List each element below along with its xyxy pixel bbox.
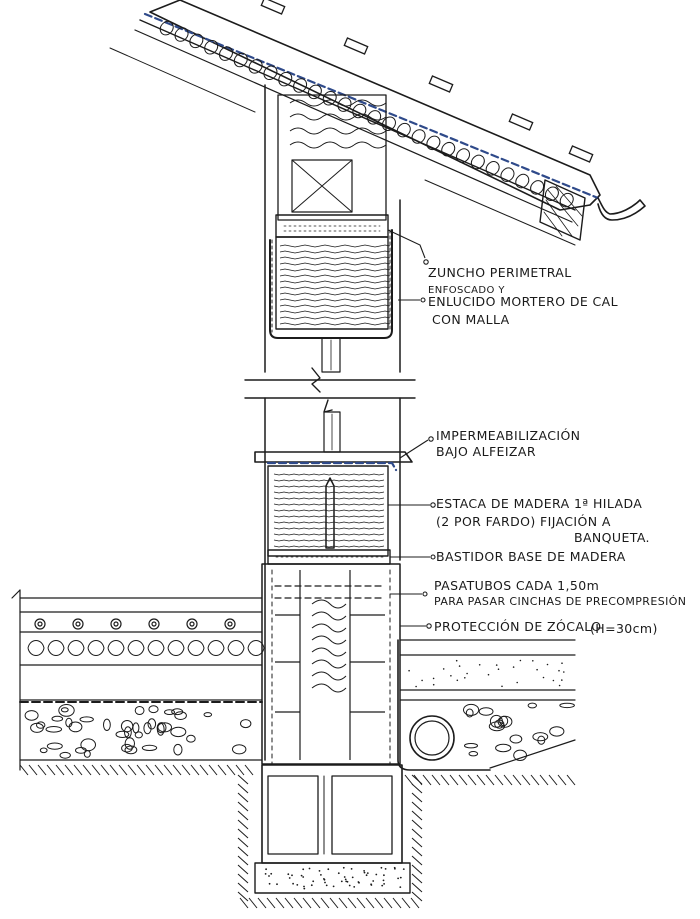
- lean-concrete: [264, 866, 405, 890]
- window-sill: [254, 451, 413, 463]
- label-bastidor: BASTIDOR BASE DE MADERA: [436, 549, 626, 564]
- label-estaca-fijacion: (2 POR FARDO) FIJACIÓN A: [436, 514, 611, 529]
- wall-section-drawing: [11, 0, 646, 909]
- label-pasatubos: PASATUBOS CADA 1,50m: [434, 578, 599, 593]
- wall-upper: [264, 84, 401, 373]
- lintel-box: [291, 159, 353, 213]
- label-estaca: ESTACA DE MADERA 1ª HILADA: [436, 496, 642, 511]
- label-bajo-alfeizar: BAJO ALFEIZAR: [436, 444, 536, 459]
- drain-pipe: [409, 715, 455, 761]
- wood-stake: [325, 477, 335, 549]
- ground-hatching: [19, 764, 576, 909]
- roof-tiles: [260, 0, 594, 163]
- label-proteccion-zocalo: PROTECCIÓN DE ZÓCALO: [434, 619, 601, 634]
- gutter: [597, 197, 646, 221]
- floor-assembly: [11, 589, 265, 771]
- roof-insulation: [159, 20, 574, 208]
- eave-block: [539, 179, 586, 241]
- underfloor-heating: [34, 618, 236, 630]
- plinth-insulation: [311, 599, 347, 693]
- label-enlucido: ENLUCIDO MORTERO DE CAL: [428, 294, 618, 309]
- floor-gravel: [24, 704, 252, 759]
- annotations: ZUNCHO PERIMETRAL ENFOSCADO Y ENLUCIDO M…: [428, 265, 686, 636]
- section-break: [244, 367, 416, 413]
- roof-assembly: [109, 0, 646, 246]
- label-impermeabilizacion: IMPERMEABILIZACIÓN: [436, 428, 580, 443]
- roof-membrane: [143, 12, 600, 200]
- label-leaders: [387, 229, 436, 629]
- upper-straw-bales: [289, 99, 387, 149]
- floor-insulation: [27, 640, 265, 656]
- drainage-gravel: [408, 659, 575, 761]
- plinth-blocks: [275, 570, 385, 760]
- label-zocalo-height: (H=30cm): [590, 621, 658, 636]
- plinth-box: [261, 563, 401, 765]
- label-cinchas: PARA PASAR CINCHAS DE PRECOMPRESIÓN: [434, 595, 686, 608]
- wall-lower: [254, 397, 491, 771]
- label-zuncho-perimetral: ZUNCHO PERIMETRAL: [428, 265, 572, 280]
- label-enfoscado: ENFOSCADO Y: [428, 285, 505, 296]
- plinth-protection-drain: [397, 639, 491, 771]
- foundation-footing: [254, 764, 411, 894]
- label-con-malla: CON MALLA: [432, 312, 510, 327]
- label-banqueta: BANQUETA.: [574, 530, 650, 545]
- bale-texture-lower: [273, 473, 385, 548]
- exterior-ground: [399, 639, 576, 769]
- bale-texture: [279, 244, 391, 326]
